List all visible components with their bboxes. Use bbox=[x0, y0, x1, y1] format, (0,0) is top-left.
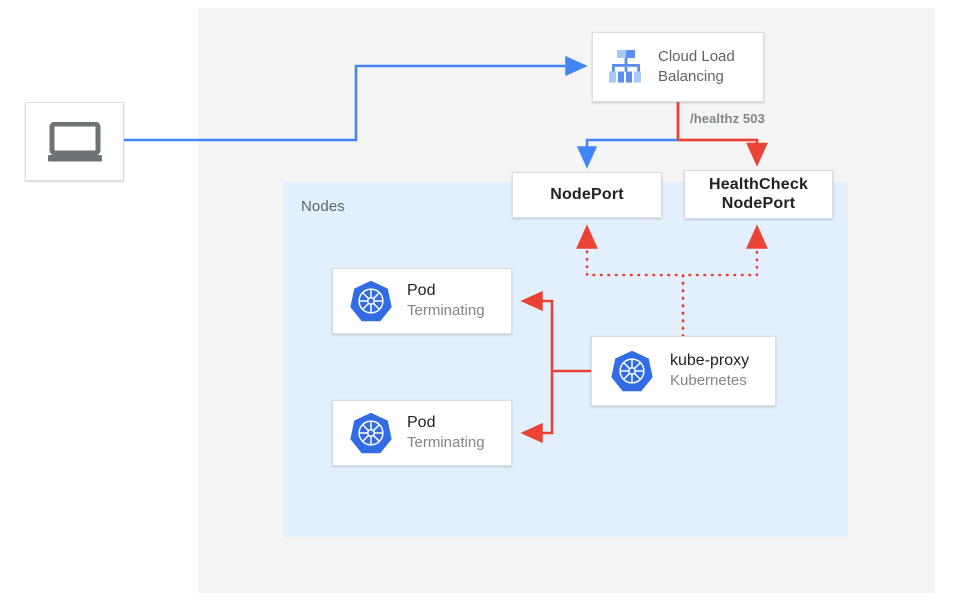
pod-status-2: Terminating bbox=[407, 434, 485, 452]
pod-title-2: Pod bbox=[407, 414, 436, 432]
nodeport-card: NodePort bbox=[512, 172, 662, 218]
healthcheck-nodeport-line2: NodePort bbox=[721, 194, 796, 212]
pod-text-1: Pod Terminating bbox=[407, 281, 485, 321]
cloud-load-balancing-label: Cloud Load Balancing bbox=[658, 47, 735, 88]
pod-text-2: Pod Terminating bbox=[407, 413, 485, 453]
cloud-load-balancing-line1: Cloud Load bbox=[658, 47, 735, 65]
client-device-card bbox=[25, 102, 124, 181]
healthz-edge-label: /healthz 503 bbox=[690, 111, 765, 126]
kubernetes-icon bbox=[350, 412, 392, 454]
nodeport-label: NodePort bbox=[550, 186, 624, 203]
kube-proxy-subtitle: Kubernetes bbox=[670, 372, 747, 390]
pod-title-1: Pod bbox=[407, 282, 436, 300]
kube-proxy-text: kube-proxy Kubernetes bbox=[670, 351, 749, 391]
kube-proxy-title: kube-proxy bbox=[670, 352, 750, 370]
pod-card-1: Pod Terminating bbox=[332, 268, 512, 334]
nodes-panel-label: Nodes bbox=[301, 198, 345, 215]
cloud-load-balancing-line2: Balancing bbox=[658, 68, 724, 85]
cloud-load-balancing-icon bbox=[609, 50, 641, 83]
kubernetes-icon bbox=[350, 280, 392, 322]
pod-status-1: Terminating bbox=[407, 302, 485, 320]
pod-card-2: Pod Terminating bbox=[332, 400, 512, 466]
healthcheck-nodeport-line1: HealthCheck bbox=[708, 175, 809, 193]
kube-proxy-card: kube-proxy Kubernetes bbox=[591, 336, 776, 406]
kubernetes-icon bbox=[611, 350, 653, 392]
cloud-load-balancing-card: Cloud Load Balancing bbox=[592, 32, 764, 102]
laptop-icon bbox=[47, 121, 102, 161]
